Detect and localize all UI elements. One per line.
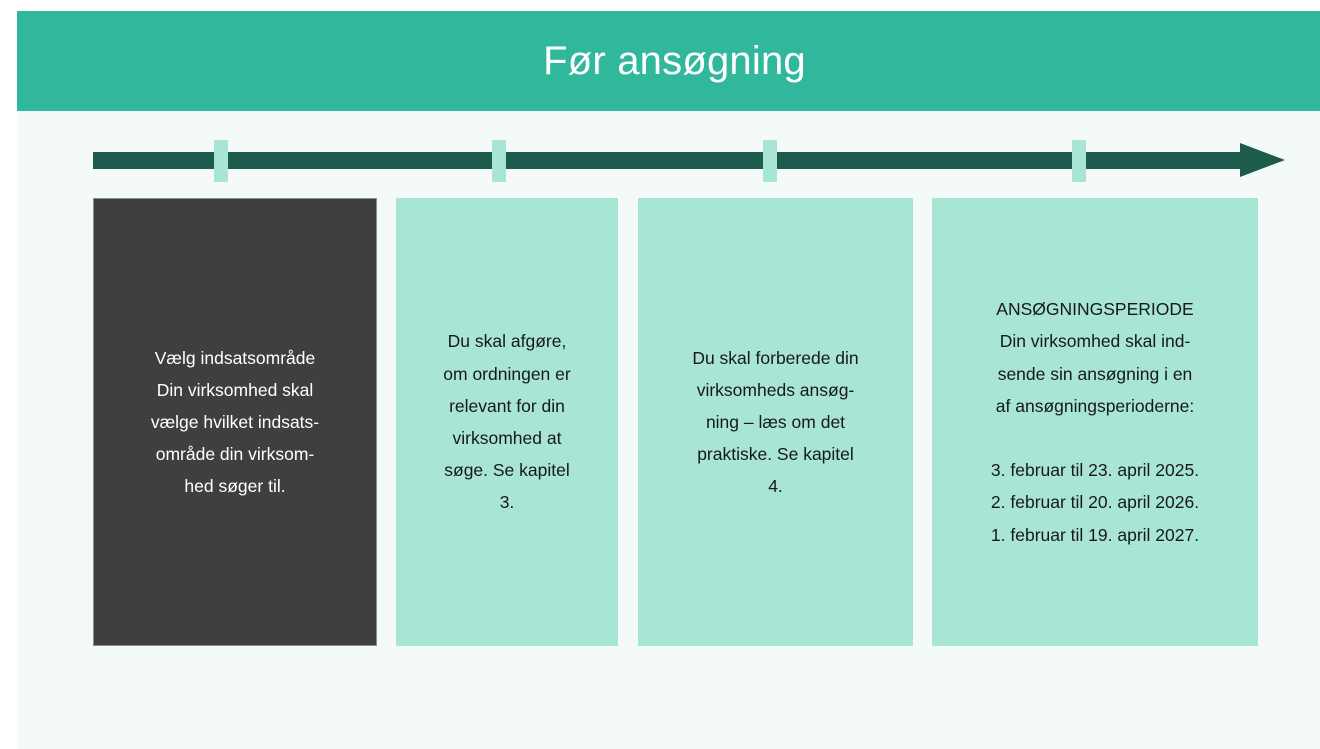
step-box-1[interactable]: Vælg indsatsområde Din virksomhed skal v… bbox=[93, 198, 377, 646]
step-3-text: Du skal forberede din virksomheds ansøg-… bbox=[692, 347, 859, 497]
step-4-text: ANSØGNINGSPERIODE Din virksomhed skal in… bbox=[990, 299, 1200, 545]
step-box-3[interactable]: Du skal forberede din virksomheds ansøg-… bbox=[638, 198, 913, 646]
header-bar: Før ansøgning bbox=[17, 11, 1320, 111]
step-box-2[interactable]: Du skal afgøre, om ordningen er relevant… bbox=[396, 198, 618, 646]
step-box-4[interactable]: ANSØGNINGSPERIODE Din virksomhed skal in… bbox=[932, 198, 1258, 646]
page-title: Før ansøgning bbox=[543, 39, 806, 83]
step-1-text: Vælg indsatsområde Din virksomhed skal v… bbox=[150, 347, 320, 497]
step-2-text: Du skal afgøre, om ordningen er relevant… bbox=[443, 331, 571, 513]
